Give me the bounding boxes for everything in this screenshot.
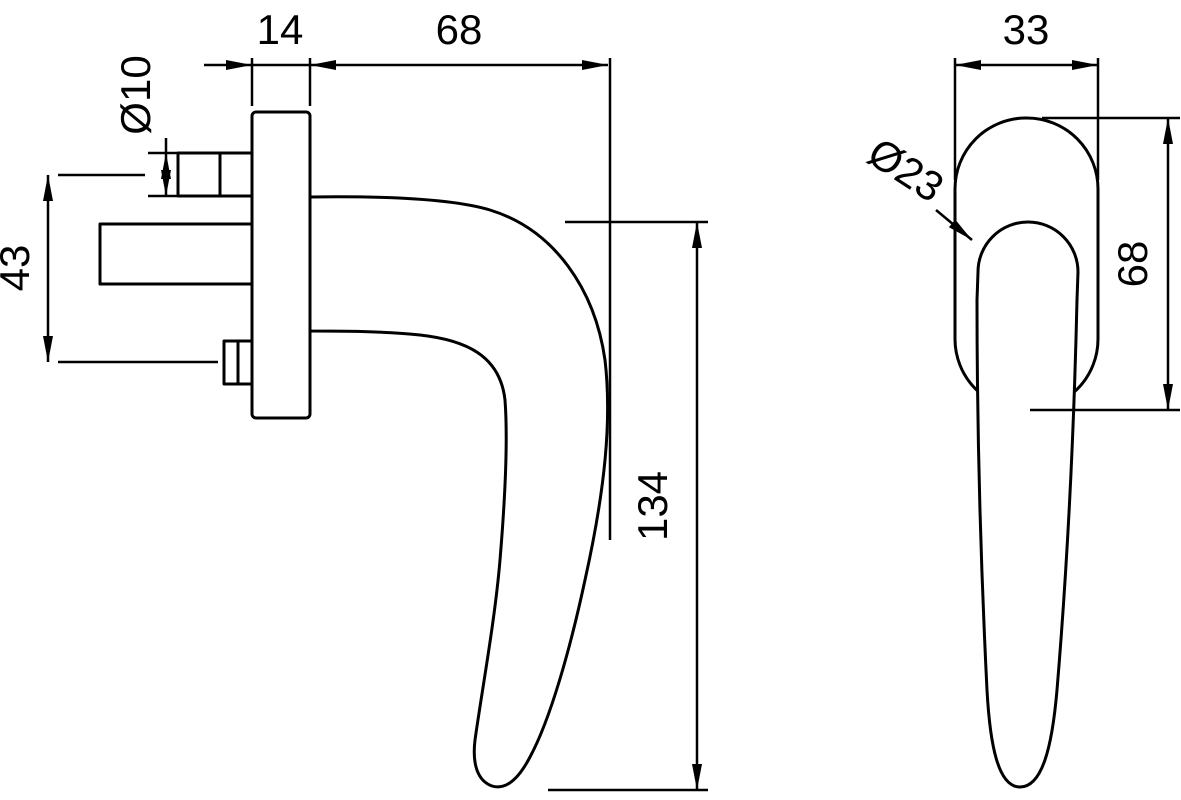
dim-screw-spacing: 43 (0, 173, 218, 364)
side-view: 14 68 Ø10 43 134 (0, 6, 708, 792)
dim-screw-diameter: Ø10 (112, 55, 178, 198)
dimension-label-handle-reach: 68 (436, 6, 483, 53)
dimension-label-screw-spacing: 43 (0, 245, 38, 292)
spindle-bar (98, 222, 254, 286)
screw-bottom (222, 339, 254, 386)
dimension-label-rosette-width: 33 (1003, 6, 1050, 53)
dim-rosette-height: 68 (1030, 116, 1180, 412)
handle-side-profile (308, 195, 610, 789)
dimension-label-grip-diameter: Ø23 (860, 129, 952, 212)
dimension-label-overall-length: 134 (629, 471, 676, 541)
dim-handle-reach: 68 (310, 6, 612, 540)
dimension-label-rosette-height: 68 (1109, 241, 1156, 288)
front-view: 33 Ø23 68 (860, 6, 1180, 789)
dim-overall-length: 134 (548, 220, 708, 792)
screw-top-shaft (176, 151, 254, 198)
dimension-label-plate-thickness: 14 (257, 6, 304, 53)
screw-top (176, 151, 254, 198)
grip-front (975, 220, 1080, 789)
rosette-plate-side (250, 110, 312, 420)
dim-plate-thickness: 14 (204, 6, 312, 106)
leader-line (935, 209, 973, 241)
dimension-label-screw-diameter: Ø10 (112, 55, 159, 134)
